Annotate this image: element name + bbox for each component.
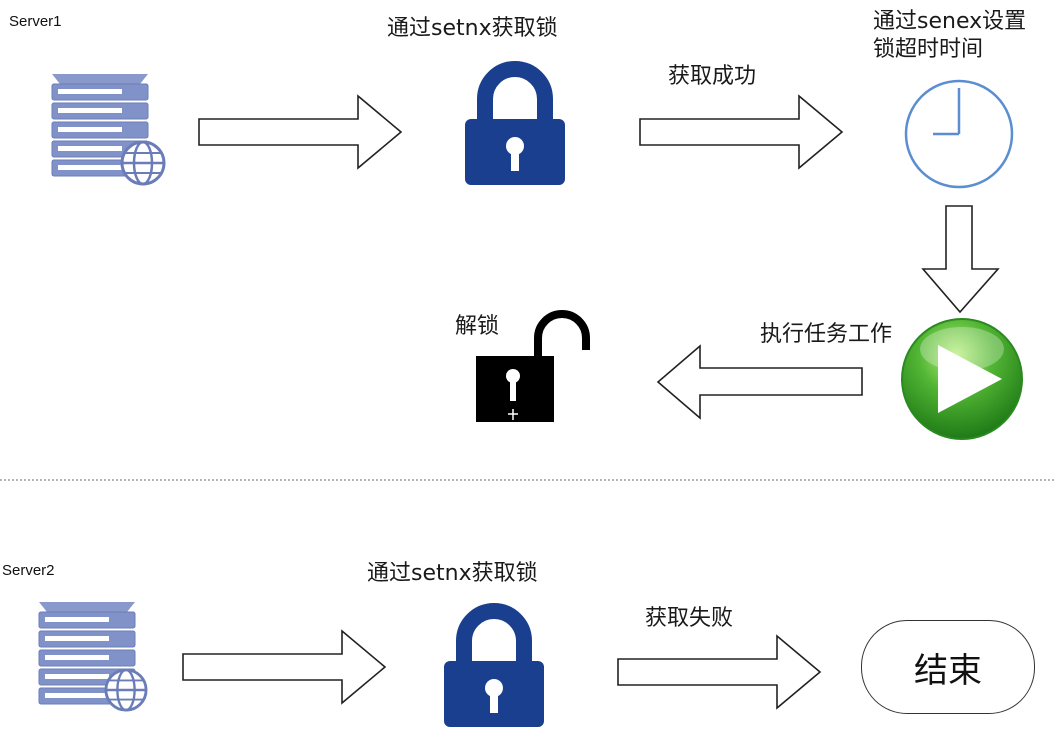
arrow-down-icon xyxy=(921,205,1000,314)
arrow-right-icon xyxy=(198,94,403,170)
end-label: 结束 xyxy=(914,650,982,691)
globe-icon xyxy=(120,140,166,186)
server2-label: Server2 xyxy=(2,562,55,579)
arrow-right-icon xyxy=(182,629,387,705)
server1-step1-label: 通过setnx获取锁 xyxy=(387,16,558,41)
unlock-label: 解锁 xyxy=(455,314,500,339)
end-terminal: 结束 xyxy=(861,620,1035,714)
clock-icon xyxy=(904,79,1014,189)
play-icon xyxy=(901,318,1023,440)
arrow-right-icon xyxy=(639,94,844,170)
globe-icon xyxy=(104,668,148,712)
section-divider xyxy=(0,479,1054,481)
server-icon xyxy=(51,74,149,177)
acquire-success-label: 获取成功 xyxy=(668,64,757,89)
lock-icon xyxy=(444,603,544,727)
timeout-label-line1: 通过senex设置 xyxy=(873,9,1027,34)
arrow-right-icon xyxy=(617,634,822,710)
timeout-label-line2: 锁超时时间 xyxy=(873,37,984,62)
server2-step1-label: 通过setnx获取锁 xyxy=(367,561,538,586)
server-icon xyxy=(38,602,136,705)
unlocked-lock-icon xyxy=(476,310,590,422)
arrow-left-icon xyxy=(656,344,863,420)
server1-label: Server1 xyxy=(9,13,62,30)
acquire-fail-label: 获取失败 xyxy=(645,606,734,631)
execute-task-label: 执行任务工作 xyxy=(760,322,893,347)
lock-icon xyxy=(465,61,565,185)
